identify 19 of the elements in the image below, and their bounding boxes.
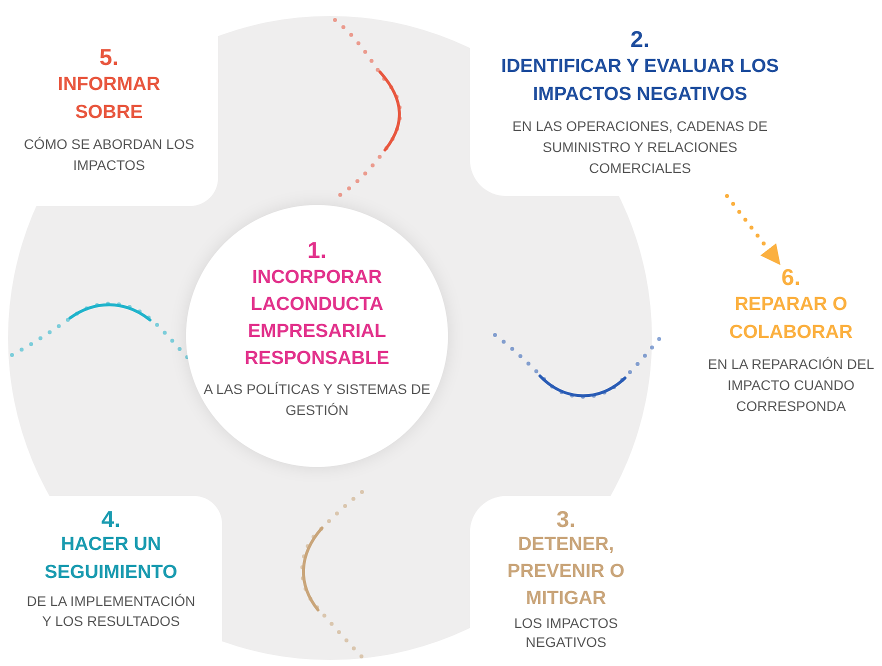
- step-number: 6.: [781, 264, 801, 290]
- step-description: EN LA REPARACIÓN DEL IMPACTO CUANDO CORRESPONDA: [706, 355, 876, 416]
- step-number: 5.: [99, 44, 119, 70]
- step-description: A LAS POLÍTICAS Y SISTEMAS DE GESTIÓN: [202, 380, 432, 420]
- arrow: [725, 194, 780, 266]
- step-description: CÓMO SE ABORDAN LOS IMPACTOS: [22, 135, 196, 175]
- step-title: INCORPORAR LACONDUCTA EMPRESARIAL RESPONSABLE: [244, 266, 390, 371]
- step-number: 3.: [556, 508, 576, 530]
- step-number: 4.: [101, 508, 121, 530]
- step-title: HACER UN SEGUIMIENTO: [44, 533, 178, 585]
- step-description: DE LA IMPLEMENTACIÓN Y LOS RESULTADOS: [26, 592, 196, 631]
- step-title: IDENTIFICAR Y EVALUAR LOS IMPACTOS NEGATIVOS: [500, 55, 780, 107]
- step-description: LOS IMPACTOS NEGATIVOS: [513, 614, 619, 652]
- step-title: REPARAR O COLABORAR: [728, 293, 854, 345]
- step-title: INFORMAR SOBRE: [56, 73, 162, 125]
- step-title: DETENER, PREVENIR O MITIGAR: [506, 533, 626, 611]
- step-number: 1.: [307, 237, 327, 263]
- step-number: 2.: [630, 26, 650, 52]
- step-description: EN LAS OPERACIONES, CADENAS DE SUMINISTRO Y RELACIONES COMERCIALES: [511, 117, 769, 178]
